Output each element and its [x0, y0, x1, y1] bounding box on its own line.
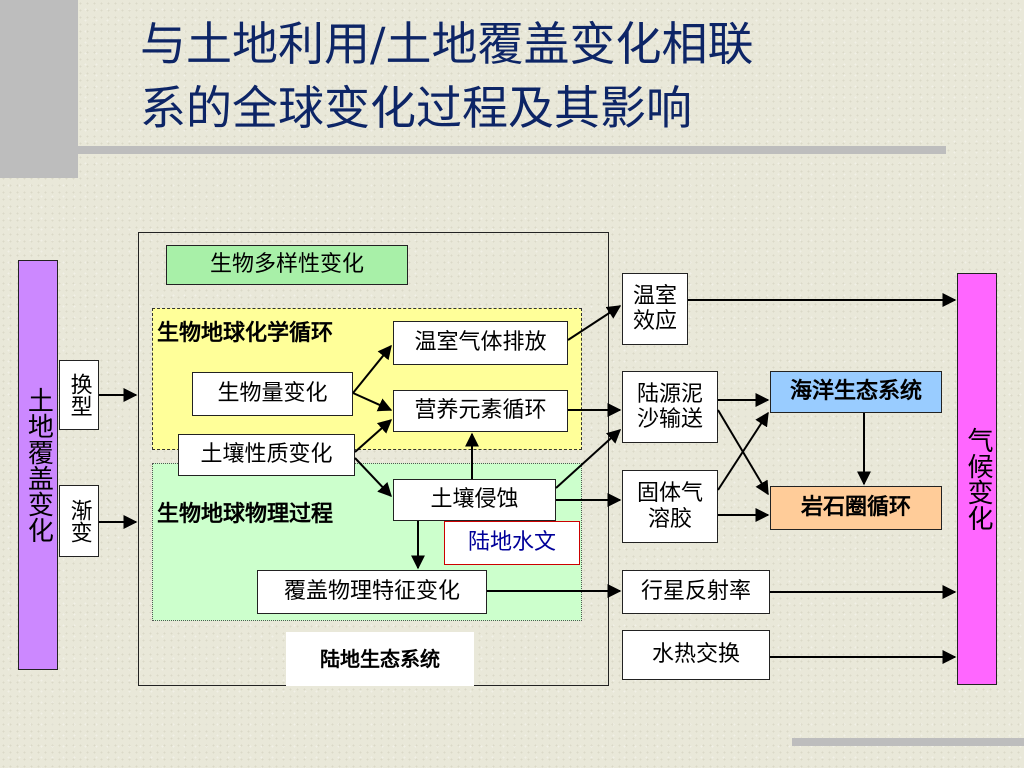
biomass-change-box: 生物量变化: [192, 372, 353, 416]
slide-title: 与土地利用/土地覆盖变化相联 系的全球变化过程及其影响: [140, 12, 1000, 140]
conversion-label: 换型: [66, 373, 92, 417]
land-hydrology-box: 陆地水文: [444, 521, 580, 565]
soil-property-change-box: 土壤性质变化: [178, 434, 355, 476]
conversion-box: 换型: [59, 360, 99, 430]
arrow-ghg-to-greenhouse: [567, 305, 622, 341]
slide-title-line-1: 与土地利用/土地覆盖变化相联: [140, 17, 754, 71]
climate-change-label: 气候变化: [962, 427, 993, 531]
arrow-erosion-to-sediment: [555, 429, 622, 489]
arrow-biomass-to-ghg: [352, 344, 392, 394]
sediment-transport-box: 陆源泥沙输送: [622, 371, 718, 443]
modification-box: 渐变: [59, 485, 99, 557]
nutrient-cycle-box: 营养元素循环: [393, 390, 568, 432]
sediment-transport-label: 陆源泥沙输送: [636, 381, 703, 432]
title-decor-bar-horizontal: [0, 146, 946, 154]
modification-label: 渐变: [66, 499, 92, 543]
greenhouse-effect-box: 温室效应: [622, 273, 688, 345]
lithosphere-cycle-box: 岩石圈循环: [770, 486, 942, 530]
planetary-albedo-box: 行星反射率: [622, 570, 770, 614]
greenhouse-effect-label: 温室效应: [632, 283, 677, 334]
footer-decor-bar: [792, 738, 1024, 746]
arrow-aerosol-to-ocean: [717, 411, 769, 491]
ocean-ecosystem-box: 海洋生态系统: [770, 371, 942, 413]
biodiversity-change-box: 生物多样性变化: [166, 245, 408, 285]
aerosol-label: 固体气溶胶: [636, 481, 703, 532]
land-ecosystem-label-box: 陆地生态系统: [286, 632, 474, 686]
aerosol-box: 固体气溶胶: [622, 470, 718, 543]
biophysical-label: 生物地球物理过程: [157, 502, 334, 527]
heat-water-exchange-box: 水热交换: [622, 630, 770, 680]
arrow-soil-to-nutrient: [354, 419, 393, 453]
land-cover-change-label: 土地覆盖变化: [23, 387, 54, 543]
land-cover-change-box: 土地覆盖变化: [18, 260, 58, 670]
biogeochemical-label: 生物地球化学循环: [157, 321, 334, 346]
arrow-soil-to-erosion: [354, 457, 392, 498]
ghg-emission-box: 温室气体排放: [393, 321, 568, 365]
slide-title-line-2: 系的全球变化过程及其影响: [140, 81, 692, 135]
soil-erosion-box: 土壤侵蚀: [393, 479, 556, 521]
arrow-biomass-to-nutrient: [352, 392, 393, 412]
climate-change-box: 气候变化: [957, 273, 997, 685]
surface-physical-change-box: 覆盖物理特征变化: [257, 570, 487, 614]
